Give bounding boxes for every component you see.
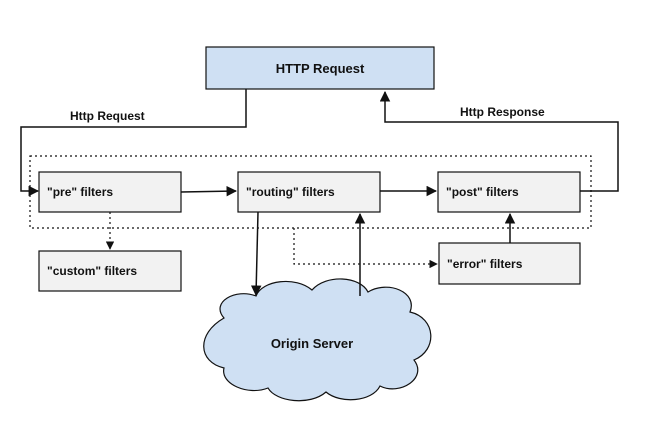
routing-filters-label: "routing" filters bbox=[246, 185, 335, 199]
container-to-error-edge bbox=[293, 228, 438, 269]
pre-filters-label: "pre" filters bbox=[47, 185, 113, 199]
http-request-edge-label: Http Request bbox=[70, 109, 145, 123]
http-response-edge bbox=[379, 90, 619, 192]
origin-server-cloud bbox=[203, 278, 432, 402]
http-response-edge-label: Http Response bbox=[460, 105, 545, 119]
routing-filters-box bbox=[237, 171, 381, 213]
error-filters-label: "error" filters bbox=[447, 257, 523, 271]
post-filters-box bbox=[437, 171, 581, 213]
origin-server-label: Origin Server bbox=[271, 336, 353, 351]
http-request-edge bbox=[20, 89, 247, 197]
custom-filters-label: "custom" filters bbox=[47, 264, 137, 278]
pre-to-routing-edge bbox=[180, 185, 238, 197]
http-request-box bbox=[205, 46, 435, 90]
http-request-box-label: HTTP Request bbox=[276, 61, 365, 76]
routing-to-origin-edge bbox=[250, 211, 262, 297]
pre-filters-box bbox=[38, 171, 182, 213]
custom-filters-box bbox=[38, 250, 182, 292]
post-filters-label: "post" filters bbox=[446, 185, 519, 199]
